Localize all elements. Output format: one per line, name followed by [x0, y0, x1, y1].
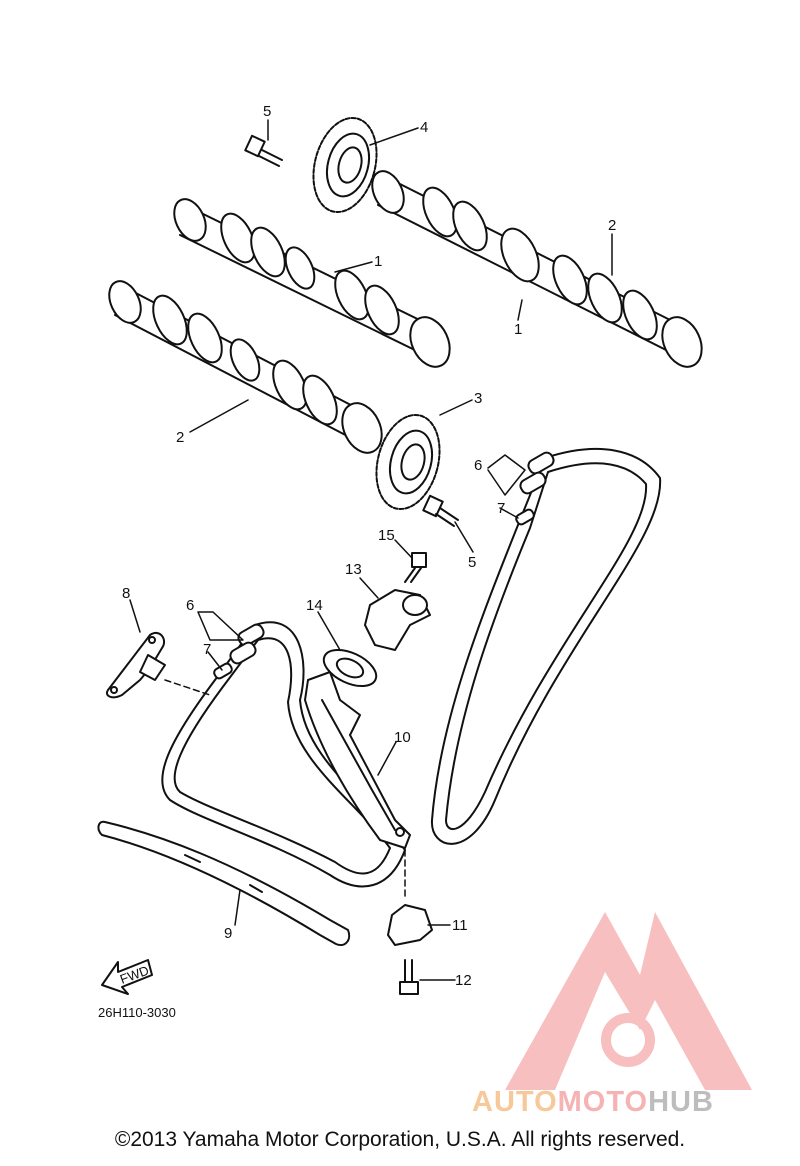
wordmark-moto: MOTO	[557, 1086, 649, 1118]
chain-guide-lower	[97, 820, 351, 946]
drawing-code: 26H110-3030	[98, 1005, 176, 1020]
wordmark-auto: AUTO	[472, 1086, 558, 1118]
cam-chain-tensioner	[364, 589, 431, 651]
timing-chain-right	[430, 447, 662, 845]
callout-5-lower: 5	[468, 554, 476, 571]
bolt-guide	[399, 959, 419, 995]
wordmark-hub: HUB	[648, 1086, 714, 1118]
callouts: 5 4 1 1 2 2 3 5 6 7 6 7 8 9 10 11 12 13 …	[122, 103, 616, 989]
tensioner-bolt	[404, 552, 427, 583]
alignment-lines	[164, 679, 406, 901]
callout-1-left: 1	[374, 253, 382, 270]
automotohub-logo	[505, 912, 752, 1090]
fwd-label: FWD	[118, 963, 151, 987]
callout-2-left: 2	[176, 429, 184, 446]
guide-stopper	[387, 904, 433, 946]
fwd-arrow-icon: FWD	[101, 959, 153, 995]
callout-10: 10	[394, 729, 411, 746]
camshaft-intake	[173, 198, 451, 368]
cam-sprocket-upper	[312, 116, 378, 214]
callout-6-right: 6	[474, 457, 482, 474]
camshaft-exhaust-left	[108, 280, 383, 454]
callout-4: 4	[420, 119, 428, 136]
callout-1-right: 1	[514, 321, 522, 338]
tensioner-gasket	[322, 648, 378, 688]
callout-7-right: 7	[497, 500, 505, 517]
chain-link-right	[515, 451, 555, 526]
automotohub-wordmark: AUTOMOTOHUB	[472, 1086, 714, 1119]
cam-sprocket-lower	[375, 413, 441, 511]
callout-3: 3	[474, 390, 482, 407]
callout-7-left: 7	[203, 641, 211, 658]
chain-link-left	[213, 623, 265, 680]
callout-13: 13	[345, 561, 362, 578]
bolt-upper	[244, 134, 283, 167]
bolt-lower	[422, 494, 459, 527]
callout-9: 9	[224, 925, 232, 942]
callout-14: 14	[306, 597, 323, 614]
copyright-notice: ©2013 Yamaha Motor Corporation, U.S.A. A…	[114, 1128, 686, 1151]
chain-tensioner-guide	[304, 671, 411, 849]
chain-guide-bracket	[106, 631, 166, 699]
callout-5-upper: 5	[263, 103, 271, 120]
callout-12: 12	[455, 972, 472, 989]
callout-8: 8	[122, 585, 130, 602]
callout-15: 15	[378, 527, 395, 544]
leader-lines	[129, 119, 613, 981]
callout-2-right: 2	[608, 217, 616, 234]
callout-6-left: 6	[186, 597, 194, 614]
camshaft-exhaust-right	[371, 170, 703, 368]
callout-11: 11	[452, 917, 468, 934]
timing-chain-left	[161, 621, 406, 888]
